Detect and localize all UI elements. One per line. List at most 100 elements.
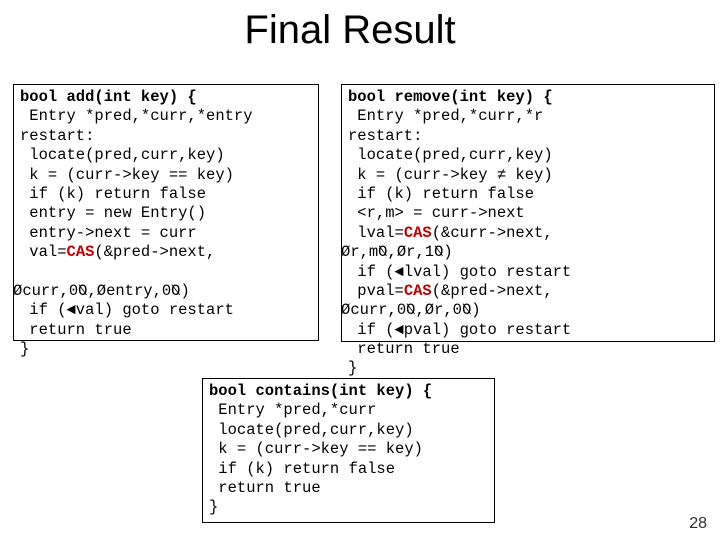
code-text: Entry *pred,*curr,*entry [20,107,253,126]
code-text: Ø [378,243,388,262]
code-text: r,0 [434,301,462,320]
code-line: Øcurr,0Ø,Øentry,0Ø) [13,282,318,301]
code-text: Ø [78,281,88,300]
code-line: if (k) return false [348,185,714,204]
code-text: if (◄pval) goto restart [348,320,572,339]
cas-highlight: CAS [403,281,432,300]
code-text: curr,0 [350,301,407,320]
code-line: Entry *pred,*curr,*entry [20,107,318,126]
code-text: , [415,301,425,320]
code-text: if (k) return false [20,184,207,203]
code-text: return true [20,320,132,339]
code-text: bool contains(int key) { [209,382,433,400]
page-number: 28 [689,515,707,532]
code-line: return true [20,321,318,340]
code-text: return true [209,478,321,497]
code-line: k = (curr->key == key) [20,166,318,185]
code-text: , [387,243,397,262]
code-text: Entry *pred,*curr [209,401,377,420]
code-text: Ø [171,281,181,300]
code-line: val=CAS(&pred->next, [20,243,318,262]
code-line: Entry *pred,*curr,*r [348,107,714,126]
code-text: lval= [348,223,404,242]
code-line [20,263,318,282]
code-text: } [209,498,219,517]
code-line: k = (curr->key == key) [209,440,494,459]
code-text: k = (curr->key == key) [20,165,234,184]
code-text: entry->next = curr [20,223,197,242]
code-line: Øcurr,0Ø,Ør,0Ø) [341,301,714,320]
code-text: Ø [461,301,472,320]
code-text: entry,0 [106,281,172,300]
code-text: ) [443,243,453,262]
code-line: entry->next = curr [20,224,318,243]
code-line: return true [209,479,494,498]
code-text: Ø [424,301,435,320]
code-text: locate(pred,curr,key) [20,146,225,165]
code-box-add: bool add(int key) { Entry *pred,*curr,*e… [13,84,319,358]
code-line: restart: [20,127,318,146]
code-line: locate(pred,curr,key) [209,421,494,440]
code-text: (&pred->next, [94,243,216,262]
code-line: if (◄val) goto restart [20,301,318,320]
code-text: val= [20,243,67,262]
code-text: restart: [20,126,95,145]
code-text: curr,0 [22,281,79,300]
code-text: (&pred->next, [431,281,553,300]
code-text: ) [471,301,481,320]
code-text: entry = new Entry() [20,204,207,223]
code-line: Entry *pred,*curr [209,401,494,420]
code-line: entry = new Entry() [20,204,318,223]
code-line: bool add(int key) { [20,88,318,107]
code-text: <r,m> = curr->next [348,204,525,223]
code-text: pval= [348,281,404,300]
code-text: bool remove(int key) { [348,88,553,106]
code-text: , [87,281,97,300]
code-text: locate(pred,curr,key) [348,146,553,165]
code-text: Entry *pred,*curr,*r [348,107,544,126]
code-text: Ø [96,281,107,300]
code-text: (&curr->next, [431,223,553,242]
code-line: } [209,498,494,517]
code-text: if (◄val) goto restart [20,301,234,320]
code-text: Ø [396,243,407,262]
code-line: lval=CAS(&curr->next, [348,224,714,243]
code-line: <r,m> = curr->next [348,204,714,223]
code-line: if (◄lval) goto restart [348,263,714,282]
code-line: if (k) return false [209,460,494,479]
code-line: return true [348,340,714,359]
code-text: restart: [348,126,423,145]
code-text: Ø [406,301,416,320]
code-text: if (k) return false [348,184,535,203]
code-text: Ø [13,281,23,300]
code-line: if (k) return false [20,185,318,204]
code-line: if (◄pval) goto restart [348,321,714,340]
slide-title: Final Result [244,8,456,52]
code-text: if (◄lval) goto restart [348,262,572,281]
cas-highlight: CAS [66,243,95,262]
code-text: bool add(int key) { [20,88,197,106]
code-text: Ø [341,301,351,320]
code-text: } [20,340,30,359]
code-line: pval=CAS(&pred->next, [348,282,714,301]
code-text: r,m [350,243,379,262]
code-text: r,1 [406,243,435,262]
code-text: } [348,359,358,378]
code-text: k = (curr->key == key) [209,440,423,459]
code-line: bool remove(int key) { [348,88,714,107]
code-line: Ør,mØ,Ør,1Ø) [341,243,714,262]
code-text: ) [180,281,190,300]
cas-highlight: CAS [403,223,432,242]
code-line: } [348,359,714,378]
code-line: locate(pred,curr,key) [20,146,318,165]
code-box-contains: bool contains(int key) { Entry *pred,*cu… [202,378,495,523]
code-text: Ø [434,243,444,262]
code-box-remove: bool remove(int key) { Entry *pred,*curr… [341,84,715,377]
code-text: Ø [341,243,351,262]
code-line: bool contains(int key) { [209,382,494,401]
code-text: k = (curr->key ≠ key) [348,165,553,184]
code-text: return true [348,340,460,359]
code-line: locate(pred,curr,key) [348,146,714,165]
code-text: locate(pred,curr,key) [209,420,414,439]
